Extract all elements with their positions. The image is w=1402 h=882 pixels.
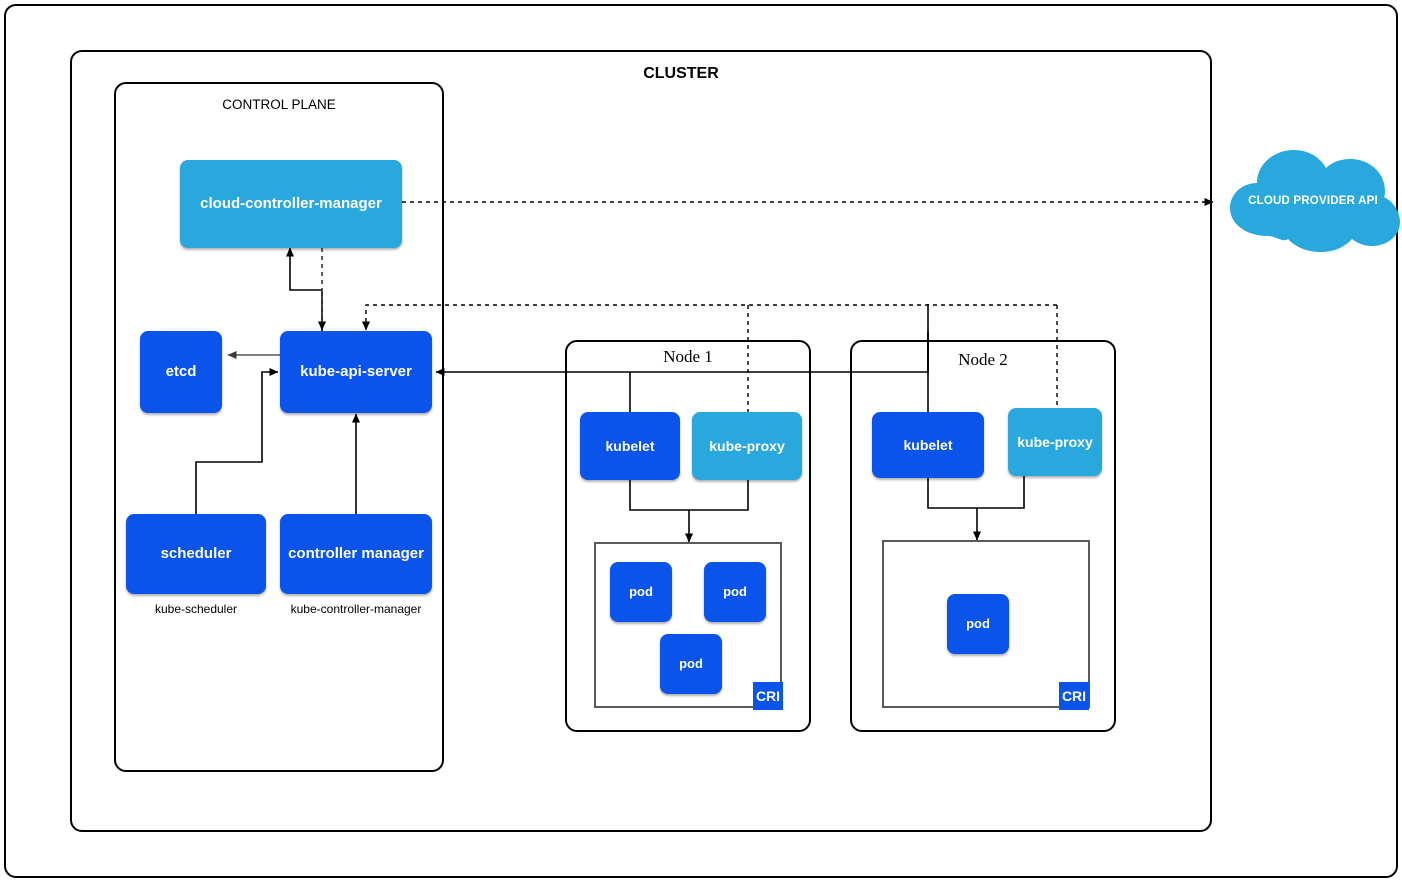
node-1-cri-container bbox=[594, 542, 782, 708]
node-1-pod-3[interactable]: pod bbox=[660, 634, 722, 694]
cluster-title: CLUSTER bbox=[643, 65, 719, 82]
node-1-cri-badge: CRI bbox=[753, 682, 783, 710]
scheduler-caption: kube-scheduler bbox=[154, 602, 238, 616]
etcd-box[interactable]: etcd bbox=[140, 331, 222, 413]
node-2-frame bbox=[850, 340, 1116, 732]
cloud-provider-api-label: CLOUD PROVIDER API bbox=[1248, 195, 1378, 207]
kube-api-server-box[interactable]: kube-api-server bbox=[280, 331, 432, 413]
node-1-pod-1[interactable]: pod bbox=[610, 562, 672, 622]
node-2-kubelet-box[interactable]: kubelet bbox=[872, 412, 984, 478]
node-2-kube-proxy-box[interactable]: kube-proxy bbox=[1008, 408, 1102, 476]
cloud-controller-manager-box[interactable]: cloud-controller-manager bbox=[180, 160, 402, 248]
cloud-provider-api-shape[interactable] bbox=[1224, 140, 1402, 258]
cluster-frame bbox=[70, 50, 1212, 832]
node-1-kubelet-box[interactable]: kubelet bbox=[580, 412, 680, 480]
node-1-title: Node 1 bbox=[663, 347, 713, 366]
node-2-pod-1[interactable]: pod bbox=[947, 594, 1009, 654]
control-plane-frame bbox=[114, 82, 444, 772]
node-2-title: Node 2 bbox=[958, 350, 1008, 369]
controller-manager-box[interactable]: controller manager bbox=[280, 514, 432, 594]
node-2-cri-container bbox=[882, 540, 1090, 708]
node-2-cri-badge: CRI bbox=[1059, 682, 1089, 710]
node-1-pod-2[interactable]: pod bbox=[704, 562, 766, 622]
node-1-frame bbox=[565, 340, 811, 732]
controller-manager-caption: kube-controller-manager bbox=[290, 602, 422, 616]
scheduler-box[interactable]: scheduler bbox=[126, 514, 266, 594]
control-plane-title: CONTROL PLANE bbox=[222, 97, 336, 112]
node-1-kube-proxy-box[interactable]: kube-proxy bbox=[692, 412, 802, 480]
page-frame bbox=[4, 4, 1398, 878]
